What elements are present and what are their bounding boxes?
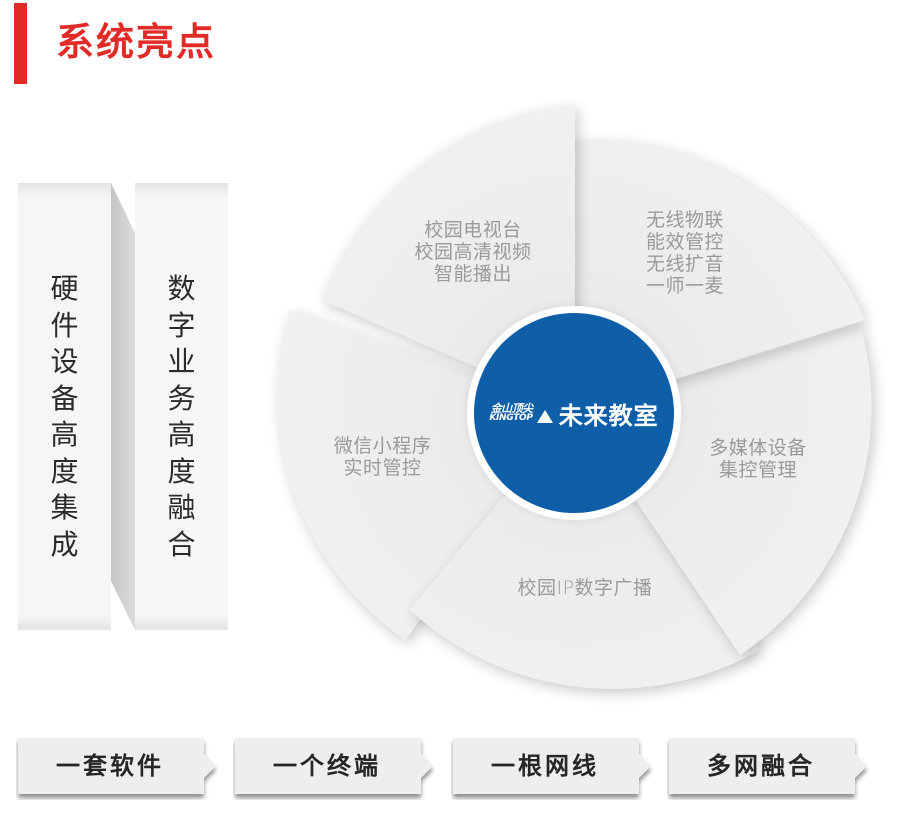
brand-lockup: 金山顶尖 KINGTOP 未来教室 — [489, 396, 658, 431]
panel-hardware-label: 硬 件 设 备 高 度 集 成 — [18, 271, 111, 563]
brand-en-text: KINGTOP — [489, 413, 533, 423]
tag-shape — [235, 738, 433, 794]
tag-label: 一套软件 — [56, 752, 164, 780]
panel-char: 件 — [50, 308, 79, 342]
page-title: 系统亮点 — [56, 20, 217, 64]
panel-char: 数 — [167, 272, 196, 305]
tag-label: 一根网线 — [491, 752, 599, 780]
panel-char: 度 — [167, 454, 196, 488]
petal-wireless-iot-text: 无线物联 能效管控 无线扩音 一师一麦 — [645, 209, 724, 297]
tag-one-software: 一套软件 — [16, 736, 222, 800]
petal-multimedia-text: 多媒体设备 集控管理 — [709, 437, 807, 481]
panel-char: 高 — [50, 418, 79, 451]
panel-char: 硬 — [50, 272, 79, 305]
panel-char: 备 — [50, 381, 79, 415]
petal-ip-broadcast-text: 校园IP数字广播 — [517, 577, 653, 599]
panel-char: 务 — [167, 381, 196, 415]
center-hub-circle: 金山顶尖 KINGTOP 未来教室 — [474, 313, 674, 513]
center-hub: 金山顶尖 KINGTOP 未来教室 — [467, 306, 681, 520]
panel-char: 成 — [50, 527, 79, 561]
panel-char: 集 — [50, 491, 79, 524]
panel-char: 度 — [50, 454, 79, 488]
panel-char: 设 — [50, 345, 79, 378]
title-accent-bar — [14, 3, 27, 84]
product-name: 未来教室 — [558, 401, 659, 430]
tag-label: 多网融合 — [707, 752, 815, 780]
panel-char: 字 — [167, 308, 196, 342]
kingtop-logo: 金山顶尖 KINGTOP — [489, 402, 534, 423]
panel-hardware-integration: 硬 件 设 备 高 度 集 成 — [18, 183, 111, 630]
brand-cn-text: 金山顶尖 — [490, 402, 534, 415]
tag-shape — [453, 738, 651, 794]
panel-digital-fusion: 数 字 业 务 高 度 融 合 — [135, 183, 228, 630]
panel-char: 业 — [167, 345, 196, 378]
tag-label: 一个终端 — [273, 752, 381, 780]
petal-campus-tv-text: 校园电视台 校园高清视频 智能播出 — [414, 219, 532, 285]
petal-ip-broadcast — [410, 410, 760, 689]
tag-multi-network: 多网融合 — [667, 736, 873, 800]
panel-fold-shadow — [111, 183, 135, 630]
tag-one-terminal: 一个终端 — [233, 736, 439, 800]
petal-wechat-text: 微信小程序 实时管控 — [333, 435, 432, 479]
panel-digital-label: 数 字 业 务 高 度 融 合 — [135, 271, 228, 563]
panel-char: 融 — [167, 491, 196, 524]
triangle-logo-icon — [536, 409, 553, 423]
tag-shape — [18, 738, 216, 794]
panel-char: 高 — [167, 418, 196, 451]
tag-one-cable: 一根网线 — [451, 736, 657, 800]
panel-char: 合 — [167, 527, 196, 561]
tag-shape — [669, 738, 867, 794]
